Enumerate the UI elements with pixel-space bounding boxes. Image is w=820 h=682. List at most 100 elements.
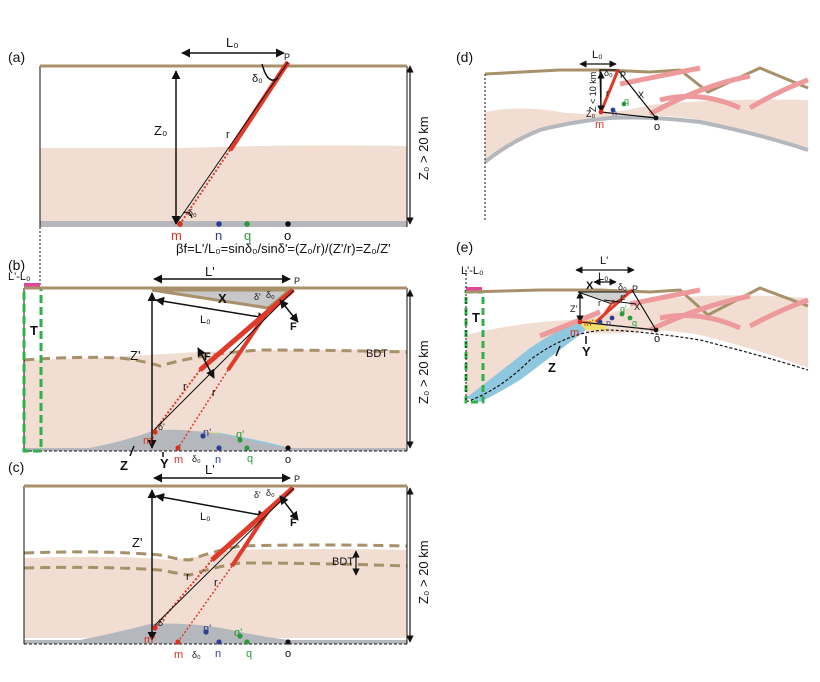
panel-d: (d) L₀ Z < 10 km P δ₀ r X Z₀ m n q o [456,49,809,222]
depth-label-c: Z₀ > 20 km [416,540,431,604]
o-label-a: o [284,228,291,243]
f-label-b2: F [204,351,211,363]
f-label-b1: F [290,321,297,333]
x-label-b: X [218,291,227,306]
y-label-e: Y [582,344,591,359]
delta0-top-a: δ₀ [252,73,263,85]
m-label-d: m [595,119,604,131]
o-label-e: o [654,333,660,345]
crust-a [40,145,407,222]
y-label-b: Y [160,456,169,471]
n-label-d: n [612,108,617,118]
r-label-c1: r [186,571,190,583]
zp-label-c: Z' [132,535,142,550]
panel-d-label: (d) [456,49,473,65]
depth-label-a: Z₀ > 20 km [416,116,431,180]
delta0-top-c: δ₀ [266,488,275,498]
l0-label-b: L₀ [200,314,211,326]
m-label-b: m [174,454,183,466]
lp-label-c: L' [205,462,215,477]
n-label-e: n [606,318,611,328]
o-label-d: o [654,121,660,133]
panel-e-label: (e) [456,239,473,255]
delta0-bottom-c: δ₀ [192,650,201,660]
m-label-e: m [570,327,579,339]
panel-c: (c) BDT L' L₀ Z' F δ' δ₀ P r r [8,459,431,661]
zp-label-b: Z' [130,348,140,363]
panel-a: (a) L₀ Z₀ δ₀ δ₀ r P m n q o [8,35,431,243]
l0-label-a: L₀ [226,35,239,50]
p-label-a: P [284,52,290,62]
n-label-a: n [215,228,222,243]
x-label-d: X [638,90,644,100]
zp-label-e: Z' [570,304,577,314]
mp-label-b: m' [143,435,154,447]
p-label-c: P [294,474,300,484]
q-label-c: q [246,648,252,660]
t-label-b: T [30,323,38,338]
bdt-label-c: BDT [332,556,354,568]
delta0-bottom-a: δ₀ [188,208,197,218]
qp-label-e: q' [620,304,627,314]
z-label-b: Z [120,458,128,473]
panel-c-label: (c) [8,459,24,475]
delta0-top-b: δ₀ [266,290,275,300]
panel-e: (e) L'-L₀ T L' L₀ X Z' [456,239,809,404]
sediment-e [466,322,586,402]
t-label-e: T [472,310,480,325]
r-label-d: r [606,88,609,98]
z0-label-a: Z₀ [154,123,167,138]
f-label-e: F [620,294,626,304]
delta0-e: δ₀ [618,282,627,292]
o-label-c: o [285,648,291,660]
np-label-c: n' [203,623,211,635]
p-label-e: P [632,284,638,294]
n-label-b: n [215,454,221,466]
r-label-b1: r [183,381,187,393]
lp-label-e: L' [600,255,608,267]
mp-label-e: m' [584,318,593,328]
r-label-a: r [226,129,230,141]
o-label-b: o [285,454,291,466]
fault-dotted-a [179,149,231,225]
deltap-c: δ' [254,490,261,500]
np-label-b: n' [203,427,211,439]
q-label-e: q [632,318,637,328]
beta-formula: βf=L'/L₀=sinδ₀/sinδ'=(Z₀/r)/(Z'/r)=Z₀/Z' [176,241,391,256]
depth-label-b: Z₀ > 20 km [416,340,431,404]
z-label-e: Z [548,360,556,375]
r-label-b2: r [212,387,216,399]
n-label-c: n [215,648,221,660]
bdt-b [23,348,408,368]
r-label-e: r [598,298,601,308]
deltap-b: δ' [254,292,261,302]
p-label-b: P [294,276,300,286]
l0-label-c: L₀ [200,511,211,523]
l0-label-e: L₀ [598,271,609,283]
p-label-d: P [620,70,626,80]
z0-label-d: Z₀ [586,109,595,119]
deltap-bottom-b: δ' [158,422,165,432]
fault-solid-b [198,288,295,372]
bdt-label-b: BDT [366,348,388,360]
delta0-bottom-b: δ₀ [192,454,201,464]
panel-b-label: (b) [8,257,25,273]
deltap-bottom-c: δ' [158,618,165,628]
x2-label-e: X [634,302,640,312]
x-label-e: X [586,280,594,292]
q-label-a: q [244,228,251,243]
m-label-a: m [171,228,182,243]
mp-label-c: m' [144,634,155,646]
m-label-c: m [174,649,183,661]
l0-label-d: L₀ [592,49,603,61]
detachment-a [40,221,407,227]
q-label-d: q [624,96,629,106]
lpl0-label-b: L'-L₀ [8,271,31,283]
depth-label-d: Z < 10 km [588,72,598,112]
t-box-b [22,286,43,453]
q-label-b: q [247,453,253,465]
delta0-d: δ₀ [604,68,613,78]
qp-label-c: q' [234,627,242,639]
panel-b: (b) L'-L₀ BDT T X L' L₀ Z' [8,257,431,473]
